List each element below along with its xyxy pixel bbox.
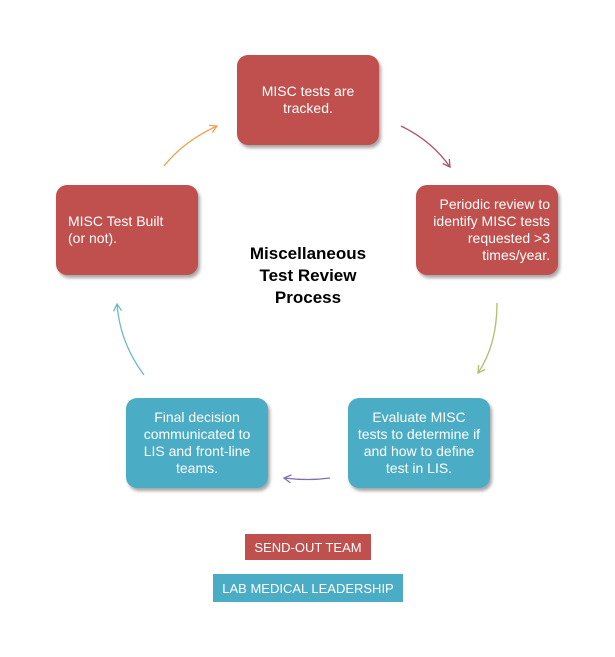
diagram-title-line-3: Process [274, 288, 342, 307]
arrow-final-to-built [112, 302, 145, 376]
arrow-evaluate-to-final [282, 474, 331, 484]
arrow-tracked-to-periodic [400, 125, 451, 169]
diagram-title: Miscellaneous Test Review Process [218, 243, 398, 309]
node-evaluate-misc-tests-label: Evaluate MISC tests to determine if and … [357, 409, 481, 476]
arrow-built-to-tracked [163, 124, 219, 167]
node-final-decision: Final decision communicated to LIS and f… [126, 398, 268, 488]
diagram-title-line-2: Test Review [259, 266, 357, 285]
node-periodic-review-label: Periodic review to identify MISC tests r… [433, 196, 550, 263]
diagram-title-line-1: Miscellaneous [249, 244, 367, 263]
legend-send-out-team-label: SEND-OUT TEAM [254, 539, 362, 555]
node-misc-test-built: MISC Test Built (or not). [56, 185, 198, 275]
legend-send-out-team: SEND-OUT TEAM [245, 534, 371, 560]
legend-lab-medical-leadership: LAB MEDICAL LEADERSHIP [213, 574, 403, 602]
node-misc-tests-tracked: MISC tests are tracked. [237, 55, 379, 145]
legend-lab-medical-leadership-label: LAB MEDICAL LEADERSHIP [222, 580, 394, 596]
node-final-decision-label: Final decision communicated to LIS and f… [143, 409, 251, 476]
node-evaluate-misc-tests: Evaluate MISC tests to determine if and … [348, 398, 490, 488]
node-misc-test-built-label: MISC Test Built (or not). [68, 213, 164, 246]
node-periodic-review: Periodic review to identify MISC tests r… [416, 185, 558, 275]
node-misc-tests-tracked-label: MISC tests are tracked. [261, 83, 355, 116]
arrow-periodic-to-evaluate [477, 302, 498, 375]
